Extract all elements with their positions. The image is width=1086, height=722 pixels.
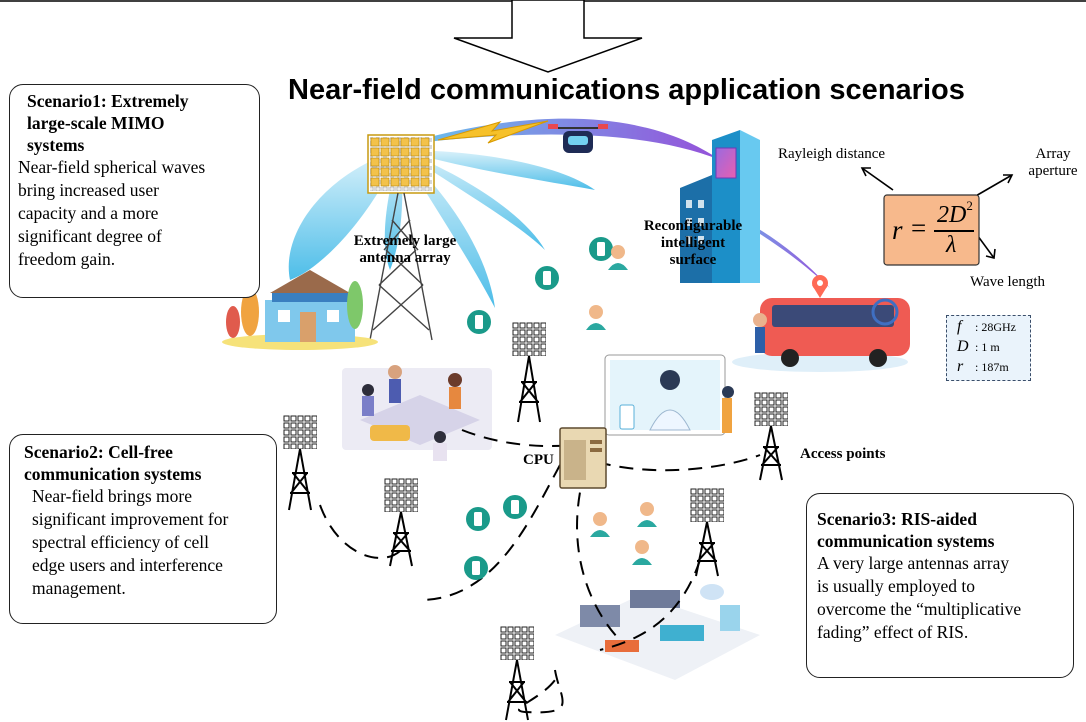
scenario1-title-line: large-scale MIMO — [27, 113, 165, 133]
ris-label-line: surface — [669, 252, 717, 268]
scenario3-title-line: Scenario3: RIS-aided — [817, 509, 977, 529]
array-aperture-label-line: Array — [1035, 146, 1071, 162]
scenario2-desc-line: significant improvement for — [32, 509, 229, 529]
telemedicine-illustration — [604, 354, 734, 436]
scenario3-desc-line: A very large antennas array — [817, 553, 1010, 573]
array-aperture-label: Array aperture — [1020, 146, 1086, 180]
param-row: r : 187m — [957, 357, 1030, 377]
scenario1-desc-line: freedom gain. — [18, 249, 116, 269]
parameter-box: f : 28GHz D : 1 m r : 187m — [946, 315, 1031, 381]
param-value: : 28GHz — [975, 320, 1016, 334]
access-points-label: Access points — [800, 446, 886, 462]
scenario1-title-line: Scenario1: Extremely — [27, 91, 189, 111]
array-aperture-label-line: aperture — [1028, 163, 1078, 179]
scenario1-desc-line: Near-field spherical waves — [18, 157, 206, 177]
scenario3-desc-line: overcome the “multiplicative — [817, 599, 1022, 619]
antenna-array-label: Extremely large antenna array — [340, 233, 470, 267]
drone-icon — [548, 124, 608, 153]
scenario2-desc-line: Near-field brings more — [32, 486, 193, 506]
scenario2-desc-line: edge users and interference — [32, 555, 223, 575]
formula-fraction-bar — [934, 230, 974, 232]
bus-illustration — [732, 275, 910, 372]
param-symbol: r — [957, 358, 964, 375]
scenario1-box: Scenario1: Extremely large-scale MIMO sy… — [9, 84, 260, 298]
formula-exponent: 2 — [966, 198, 973, 213]
user-phones — [464, 237, 613, 580]
antenna-array-label-line: antenna array — [359, 250, 451, 266]
formula-denominator: λ — [946, 232, 957, 258]
scenario2-desc-line: management. — [32, 578, 126, 598]
param-row: D : 1 m — [957, 337, 1030, 357]
param-symbol: D — [957, 338, 969, 355]
rayleigh-distance-label: Rayleigh distance — [778, 146, 886, 162]
antenna-array-label-line: Extremely large — [353, 233, 457, 249]
rayleigh-formula: r = 2D2 λ — [884, 195, 979, 265]
cpu-label: CPU — [523, 452, 554, 468]
vr-users-illustration — [342, 365, 492, 461]
scenario3-desc-line: is usually employed to — [817, 576, 975, 596]
wave-length-label: Wave length — [970, 274, 1046, 290]
scenario3-box: Scenario3: RIS-aided communication syste… — [806, 493, 1074, 678]
scenario1-desc-line: capacity and a more — [18, 203, 159, 223]
page-title: Near-field communications application sc… — [288, 74, 965, 106]
scenario2-title-line: communication systems — [24, 464, 202, 484]
fronthaul-links — [319, 429, 761, 714]
scenario3-desc-line: fading” effect of RIS. — [817, 622, 969, 642]
top-arrow — [0, 0, 1086, 73]
lightning-icon — [437, 120, 549, 144]
ris-label-line: Reconfigurable — [643, 218, 743, 234]
cpu-server-icon — [559, 427, 607, 489]
house-icon — [222, 270, 378, 350]
ris-buildings — [680, 130, 760, 283]
factory-illustration — [555, 584, 760, 680]
scenario2-box: Scenario2: Cell-free communication syste… — [9, 434, 277, 624]
formula-num-text: 2D — [937, 202, 967, 228]
param-value: : 1 m — [975, 340, 1000, 354]
scenario1-desc-line: bring increased user — [18, 180, 159, 200]
scenario1-desc-line: significant degree of — [18, 226, 162, 246]
formula-box — [883, 194, 980, 266]
formula-numerator: 2D2 — [937, 198, 973, 229]
param-symbol: f — [957, 318, 962, 335]
scenario1-title-line: systems — [27, 135, 85, 155]
ris-label: Reconfigurable intelligent surface — [628, 218, 758, 269]
user-avatars — [586, 245, 657, 565]
scenario2-desc-line: spectral efficiency of cell — [32, 532, 210, 552]
param-value: : 187m — [975, 360, 1009, 374]
formula-eq: = — [911, 213, 927, 243]
scenario2-title-line: Scenario2: Cell-free — [24, 442, 173, 462]
ris-label-line: intelligent — [660, 235, 726, 251]
access-point-towers — [283, 322, 788, 721]
param-row: f : 28GHz — [957, 317, 1030, 337]
formula-lhs: r — [892, 215, 903, 245]
extremely-large-antenna-array — [367, 134, 435, 341]
scenario3-title-line: communication systems — [817, 531, 995, 551]
